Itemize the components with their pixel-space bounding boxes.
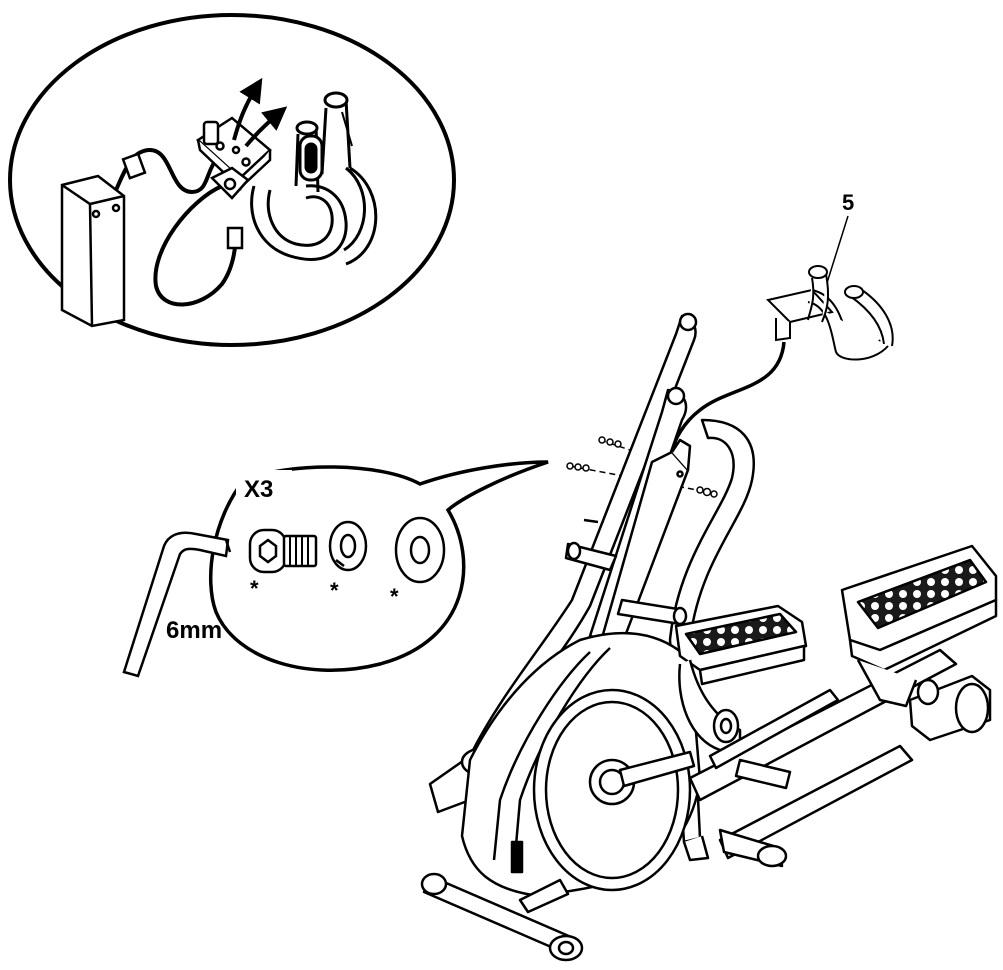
pulse-connector-detail xyxy=(226,226,244,250)
part-leader-line xyxy=(825,215,849,287)
lock-washer-icon xyxy=(328,520,368,572)
elliptical-machine xyxy=(420,312,998,962)
hardware-bubble xyxy=(208,460,549,672)
pull-arrow-2 xyxy=(244,106,288,148)
wiring-detail-callout xyxy=(8,13,456,347)
part-number-label: 5 xyxy=(842,190,854,215)
quantity-label: X3 xyxy=(244,476,273,503)
bolt-note-mark: * xyxy=(250,576,259,601)
handlebar-bracket-detail xyxy=(195,116,272,200)
handlebar-loop-detail xyxy=(250,91,378,266)
pull-arrow-1 xyxy=(232,77,263,141)
flat-washer-icon xyxy=(394,516,446,584)
tool-size-label: 6mm xyxy=(166,617,222,644)
allen-wrench-icon xyxy=(122,531,232,678)
upper-handlebar-part xyxy=(766,265,894,361)
bolt-icon xyxy=(248,528,318,574)
lock-washer-note-mark: * xyxy=(330,578,339,603)
flat-washer-note-mark: * xyxy=(390,584,399,609)
wire-connector-detail xyxy=(121,152,147,180)
part-5-group: 5 xyxy=(663,190,894,463)
upright-tube-detail xyxy=(60,174,126,328)
hardware-callout: X3 * * * xyxy=(208,460,549,672)
pulse-wire-detail xyxy=(153,184,238,307)
